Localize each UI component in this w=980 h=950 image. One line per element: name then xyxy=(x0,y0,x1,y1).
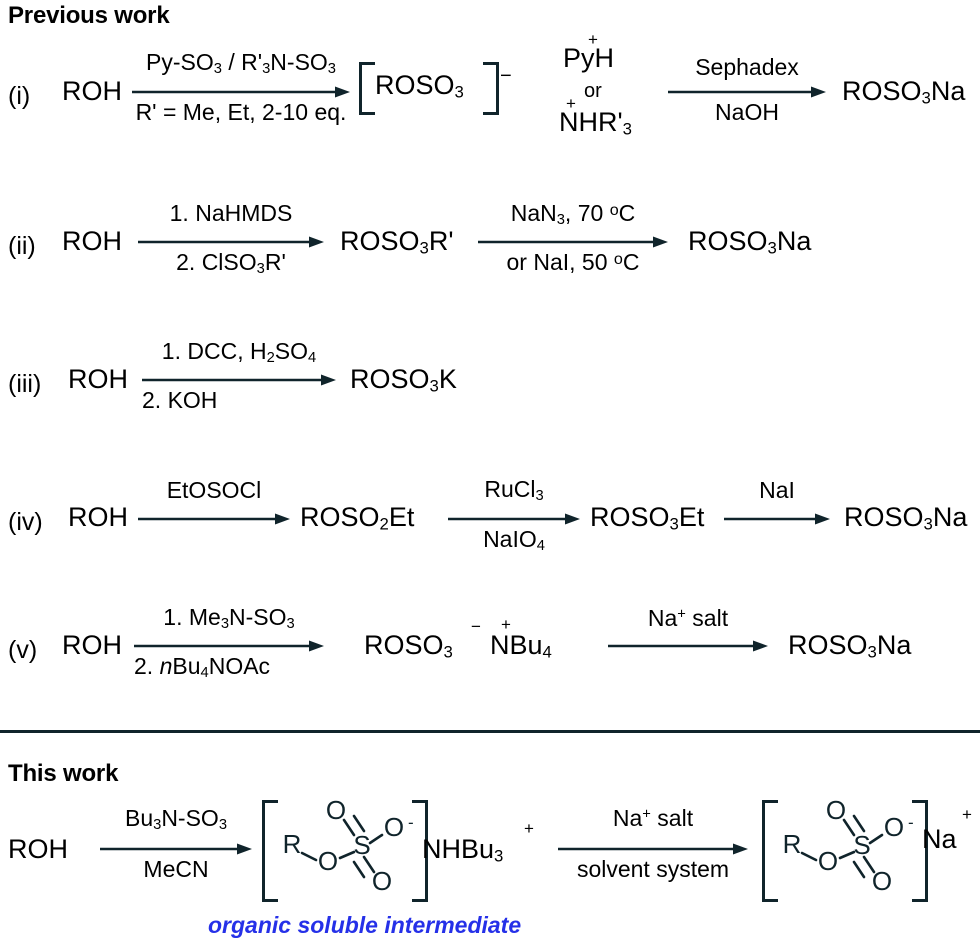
row-i-step1-conditions: R' = Me, Et, 2-10 eq. xyxy=(135,99,347,125)
row-i-counterion-or: or xyxy=(584,80,602,102)
this-work-intermediate-bracket-right xyxy=(412,800,428,902)
row-i-bracket-right xyxy=(483,62,499,115)
this-work-step1-conditions: MeCN xyxy=(143,856,209,882)
row-iii-product: ROSO3K xyxy=(350,364,457,396)
row-label-iii: (iii) xyxy=(8,370,42,398)
row-iv-start-material: ROH xyxy=(68,502,128,532)
row-v-arrow-2 xyxy=(608,639,768,653)
row-i-intermediate-charge: − xyxy=(500,65,512,87)
row-v-start-material: ROH xyxy=(62,630,122,660)
row-v-step2-reagent: Na+ salt xyxy=(647,605,729,631)
row-i-bracket-left xyxy=(359,62,375,115)
this-work-arrow-2 xyxy=(558,842,748,856)
this-work-start-material: ROH xyxy=(8,834,68,864)
row-label-iv: (iv) xyxy=(8,508,43,536)
row-iv-step2-conditions: NaIO4 xyxy=(483,526,545,555)
row-ii-product: ROSO3Na xyxy=(688,226,812,258)
row-v-counterion-charge: + xyxy=(501,615,511,634)
row-iv-arrow-1 xyxy=(138,512,290,526)
row-i-step2-reagent: Sephadex xyxy=(695,54,799,80)
row-ii-arrow-1 xyxy=(138,235,324,249)
row-i-arrow-2 xyxy=(668,85,826,99)
structure-label-o-top: O xyxy=(326,795,346,825)
structure-label-o-bottom: O xyxy=(372,866,392,896)
row-i-counterion-nhr3: NHR'3 xyxy=(559,107,632,139)
row-v-product: ROSO3Na xyxy=(788,630,912,662)
row-v-arrow-1 xyxy=(134,639,324,653)
row-v-anion-charge: − xyxy=(471,617,481,636)
structure-label-o-top: O xyxy=(826,795,846,825)
structure-label-o-ester: O xyxy=(818,846,838,876)
row-label-ii: (ii) xyxy=(8,232,36,260)
row-ii-step2-reagent: NaN3, 70 oC xyxy=(510,200,636,229)
this-work-step1-reagent: Bu3N-SO3 xyxy=(124,805,227,834)
structure-label-o-bottom: O xyxy=(872,866,892,896)
row-iv-arrow-2 xyxy=(448,512,580,526)
row-i-intermediate: ROSO3 xyxy=(375,70,464,102)
this-work-product-counterion-charge: + xyxy=(962,805,972,824)
structure-label-s: S xyxy=(853,830,870,860)
row-i-nhr3-charge: + xyxy=(566,94,576,113)
this-work-product-counterion: Na xyxy=(922,824,957,854)
structure-label-s: S xyxy=(353,830,370,860)
this-work-step2-reagent: Na+ salt xyxy=(612,805,694,831)
section-divider xyxy=(0,730,980,733)
row-i-pyh-charge: + xyxy=(588,30,598,49)
this-work-product-bracket-right xyxy=(912,800,928,902)
row-i-counterion-pyh: PyH xyxy=(563,43,615,73)
sulfate-structure-intermediate: R O S O O O - xyxy=(272,795,418,896)
previous-work-heading: Previous work xyxy=(8,2,170,29)
row-iv-arrow-3 xyxy=(724,512,830,526)
row-ii-intermediate: ROSO3R' xyxy=(340,226,454,258)
row-i-product: ROSO3Na xyxy=(842,76,966,108)
this-work-intermediate-counterion-charge: + xyxy=(524,819,534,838)
row-v-step1-reagent: 1. Me3N-SO3 xyxy=(163,604,295,633)
row-ii-step2-conditions: or NaI, 50 oC xyxy=(506,249,640,275)
row-label-v: (v) xyxy=(8,636,38,664)
row-iv-step1-reagent: EtOSOCl xyxy=(166,477,262,503)
row-iii-step1-reagent: 1. DCC, H2SO4 xyxy=(161,338,317,367)
row-iii-start-material: ROH xyxy=(68,364,128,394)
row-i-step1-reagent: Py-SO3 / R'3N-SO3 xyxy=(146,49,336,78)
this-work-intermediate-counterion: NHBu3 xyxy=(422,834,504,866)
row-ii-start-material: ROH xyxy=(62,226,122,256)
row-ii-step1-conditions: 2. ClSO3R' xyxy=(176,249,286,278)
this-work-arrow-1 xyxy=(100,842,252,856)
organic-soluble-intermediate-caption: organic soluble intermediate xyxy=(208,912,522,938)
structure-label-o-minus: O xyxy=(384,812,404,842)
structure-label-o-minus: O xyxy=(884,812,904,842)
structure-label-r: R xyxy=(783,829,802,859)
row-i-arrow-1 xyxy=(132,85,350,99)
this-work-intermediate-bracket-left xyxy=(262,800,278,902)
row-iii-step1-conditions: 2. KOH xyxy=(142,387,218,413)
this-work-heading: This work xyxy=(8,760,119,787)
row-v-counterion: NBu4 xyxy=(490,630,552,662)
this-work-product-bracket-left xyxy=(762,800,778,902)
row-v-step1-conditions: 2. nBu4NOAc xyxy=(134,653,271,682)
row-iv-product: ROSO3Na xyxy=(844,502,968,534)
row-v-intermediate-anion: ROSO3 xyxy=(364,630,453,662)
row-label-i: (i) xyxy=(8,82,31,110)
this-work-step2-conditions: solvent system xyxy=(576,856,730,882)
structure-label-r: R xyxy=(283,829,302,859)
row-ii-arrow-2 xyxy=(478,235,668,249)
structure-minus-charge: - xyxy=(908,813,914,832)
row-i-step2-conditions: NaOH xyxy=(715,99,779,125)
row-iv-step3-reagent: NaI xyxy=(759,477,795,503)
row-ii-step1-reagent: 1. NaHMDS xyxy=(169,200,293,226)
structure-minus-charge: - xyxy=(408,813,414,832)
row-i-start-material: ROH xyxy=(62,76,122,106)
sulfate-structure-product: R O S O O O - xyxy=(772,795,918,896)
row-iv-step2-reagent: RuCl3 xyxy=(484,476,544,505)
row-iv-intermediate-2: ROSO3Et xyxy=(590,502,705,534)
row-iv-intermediate-1: ROSO2Et xyxy=(300,502,415,534)
structure-label-o-ester: O xyxy=(318,846,338,876)
row-iii-arrow-1 xyxy=(142,373,336,387)
